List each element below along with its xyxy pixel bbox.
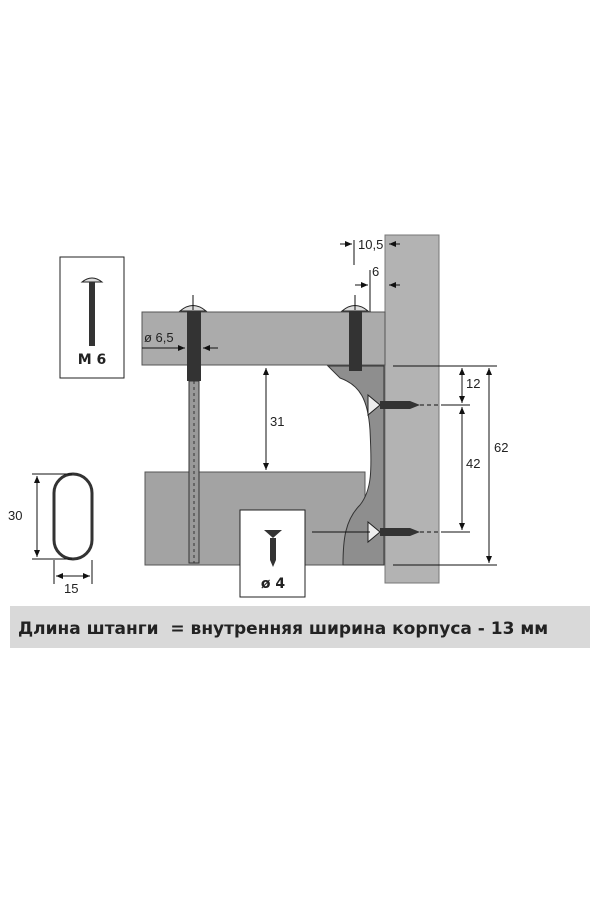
screw-size-label: ø 4 — [261, 576, 285, 592]
oval-rod-section — [52, 472, 94, 561]
dim-10-5-label: 10,5 — [358, 237, 383, 252]
wall-screw-bottom — [312, 520, 445, 544]
dim-12-label: 12 — [466, 376, 480, 391]
bolt-size-label: M 6 — [78, 352, 107, 368]
oval-height-label: 30 — [8, 508, 22, 523]
dim-62-label: 62 — [494, 440, 508, 455]
top-shelf — [141, 311, 386, 366]
oval-width-label: 15 — [64, 581, 78, 596]
hole-diameter-label: ø 6,5 — [144, 330, 174, 345]
m6-bolt-right — [340, 295, 370, 371]
bolt-detail-box: M 6 — [59, 256, 125, 379]
screw-detail-box: ø 4 — [239, 509, 306, 598]
dim-42-label: 42 — [466, 456, 480, 471]
caption-band — [10, 606, 590, 648]
dim-31-label: 31 — [270, 414, 284, 429]
caption-text: Длина штанги = внутренняя ширина корпуса… — [18, 619, 548, 639]
wall-screw-top — [367, 393, 445, 417]
dim-6-label: 6 — [372, 264, 379, 279]
rod-bracket — [326, 365, 385, 566]
m6-bolt-left — [178, 295, 208, 564]
